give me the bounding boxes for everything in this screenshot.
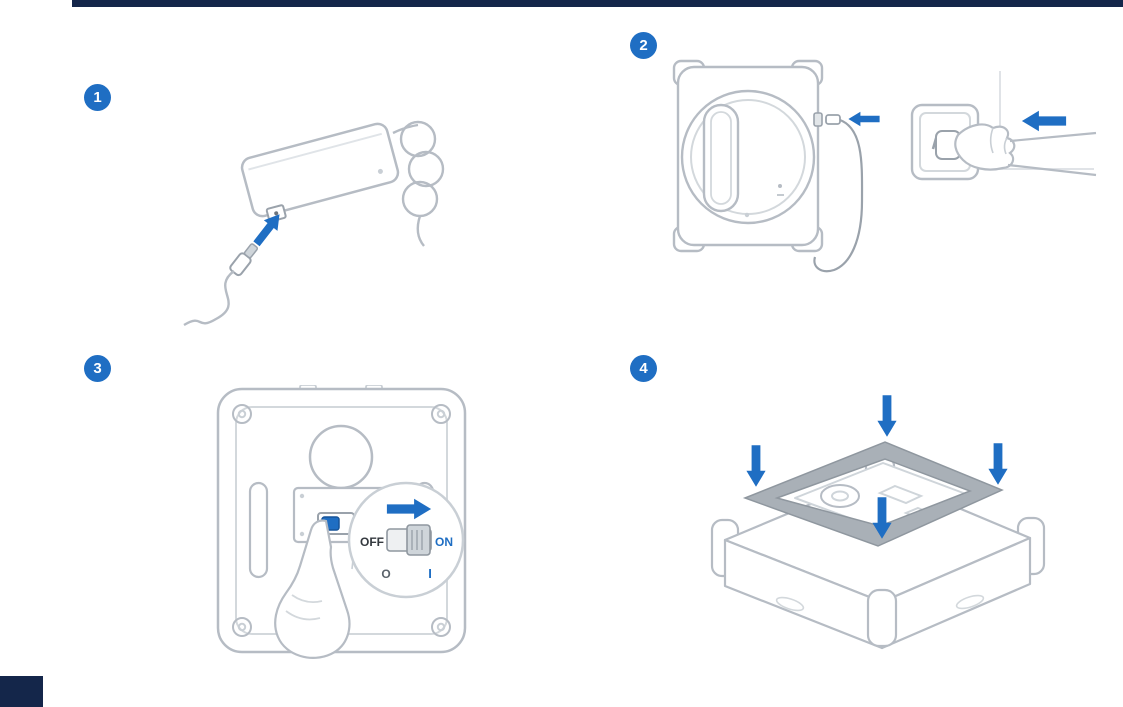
coiled-cable bbox=[392, 120, 445, 247]
step-3-badge: 3 bbox=[84, 355, 111, 382]
step-4-number: 4 bbox=[639, 360, 648, 377]
step-1-badge: 1 bbox=[84, 84, 111, 111]
step-1-number: 1 bbox=[93, 89, 102, 106]
robot-power-port bbox=[813, 112, 823, 127]
fan-cover bbox=[308, 424, 374, 490]
off-label: OFF bbox=[360, 535, 384, 549]
plug-cable bbox=[183, 270, 235, 327]
hand-with-plug bbox=[935, 123, 1097, 177]
press-down-arrow-icon bbox=[746, 445, 766, 487]
step-3-number: 3 bbox=[93, 360, 102, 377]
pointing-hand bbox=[274, 519, 351, 659]
on-label: ON bbox=[435, 535, 453, 549]
slide-right-arrow-icon bbox=[386, 498, 432, 520]
figure-step-4-frame bbox=[710, 395, 1046, 650]
figure-step-1-adapter bbox=[183, 120, 445, 327]
figure-step-3-switch: OFF ON O I bbox=[216, 385, 467, 659]
step-2-number: 2 bbox=[639, 37, 648, 54]
press-down-arrow-icon bbox=[872, 497, 892, 539]
step-4-badge: 4 bbox=[630, 355, 657, 382]
power-cable bbox=[813, 118, 864, 273]
on-symbol: I bbox=[428, 566, 432, 581]
cleaning-pad-frame bbox=[742, 441, 1004, 547]
page-number-tab bbox=[0, 676, 43, 707]
corner-screws bbox=[232, 404, 451, 637]
off-symbol: O bbox=[381, 567, 390, 581]
top-rule-bar bbox=[72, 0, 1123, 7]
left-pad bbox=[248, 481, 269, 579]
figure-step-2-connect bbox=[672, 59, 1097, 273]
power-adapter bbox=[240, 122, 400, 223]
switch-magnifier-callout: OFF ON O I bbox=[347, 481, 465, 599]
press-down-arrow-icon bbox=[988, 443, 1008, 485]
dc-plug bbox=[229, 243, 259, 277]
push-plug-arrow-icon bbox=[1021, 110, 1067, 132]
power-adapter-body bbox=[240, 122, 400, 218]
switch-slider bbox=[406, 524, 431, 556]
power-connector bbox=[825, 114, 841, 125]
plug-in-arrow-icon bbox=[848, 111, 880, 127]
step-2-badge: 2 bbox=[630, 32, 657, 59]
press-down-arrows bbox=[746, 395, 1008, 539]
press-down-arrow-icon bbox=[877, 395, 897, 437]
robot-front-view bbox=[672, 59, 824, 253]
insert-arrow-icon bbox=[253, 214, 280, 247]
